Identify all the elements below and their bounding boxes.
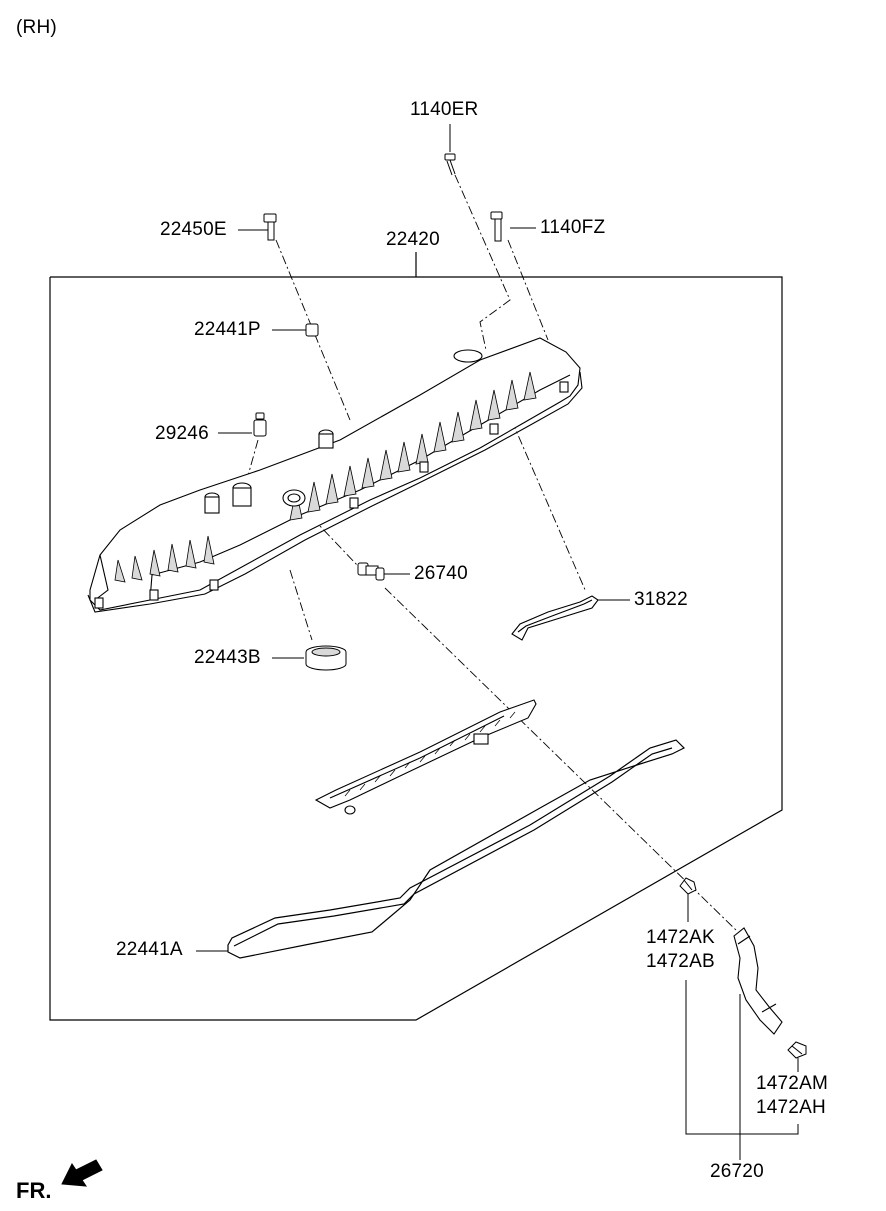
pcv-valve-26740 [357, 562, 385, 581]
clamp-1472AM [787, 1041, 807, 1059]
gasket-22441A [227, 739, 686, 959]
leader-1472AB-bracket [685, 980, 799, 1135]
centerline-1140ER [454, 174, 511, 351]
part-label-22450E: 22450E [160, 219, 227, 240]
front-direction-label: FR. [16, 1178, 52, 1203]
baffle-plate [314, 699, 537, 815]
front-direction-arrow [61, 1159, 103, 1187]
part-label-1472AK: 1472AK [646, 927, 715, 948]
part-label-22441A: 22441A [116, 939, 183, 960]
assembly-frame [49, 276, 783, 1021]
part-label-22420: 22420 [386, 229, 440, 250]
part-label-31822: 31822 [634, 589, 688, 610]
part-label-22441P: 22441P [194, 319, 261, 340]
centerline-22443B [289, 569, 313, 641]
part-label-26720: 26720 [710, 1161, 764, 1182]
part-label-29246: 29246 [155, 423, 209, 444]
centerline-31822 [504, 404, 587, 593]
seal-22443B [305, 645, 347, 671]
cylinder-head-cover-22420 [87, 337, 583, 613]
part-label-1472AM: 1472AM [756, 1073, 828, 1094]
gasket-31822 [511, 595, 599, 641]
part-label-1472AH: 1472AH [756, 1097, 826, 1118]
centerline-26740-to-hose [299, 504, 359, 567]
part-label-22443B: 22443B [194, 647, 261, 668]
side-label: (RH) [16, 17, 57, 38]
centerline-1140FZ [507, 239, 549, 341]
part-label-1472AB: 1472AB [646, 951, 715, 972]
centerline-hose [384, 587, 739, 933]
hose-26720 [733, 927, 783, 1035]
part-label-26740: 26740 [414, 563, 468, 584]
bolt-1140ER [444, 153, 456, 176]
spacer-22441P [305, 323, 319, 337]
bolt-22450E [263, 213, 277, 241]
part-label-1140ER: 1140ER [410, 99, 479, 120]
bolt-29246 [253, 412, 267, 437]
bolt-1140FZ [490, 211, 503, 242]
centerline-29246 [243, 439, 259, 491]
clamp-1472AK [679, 877, 697, 895]
part-label-1140FZ: 1140FZ [540, 217, 606, 238]
